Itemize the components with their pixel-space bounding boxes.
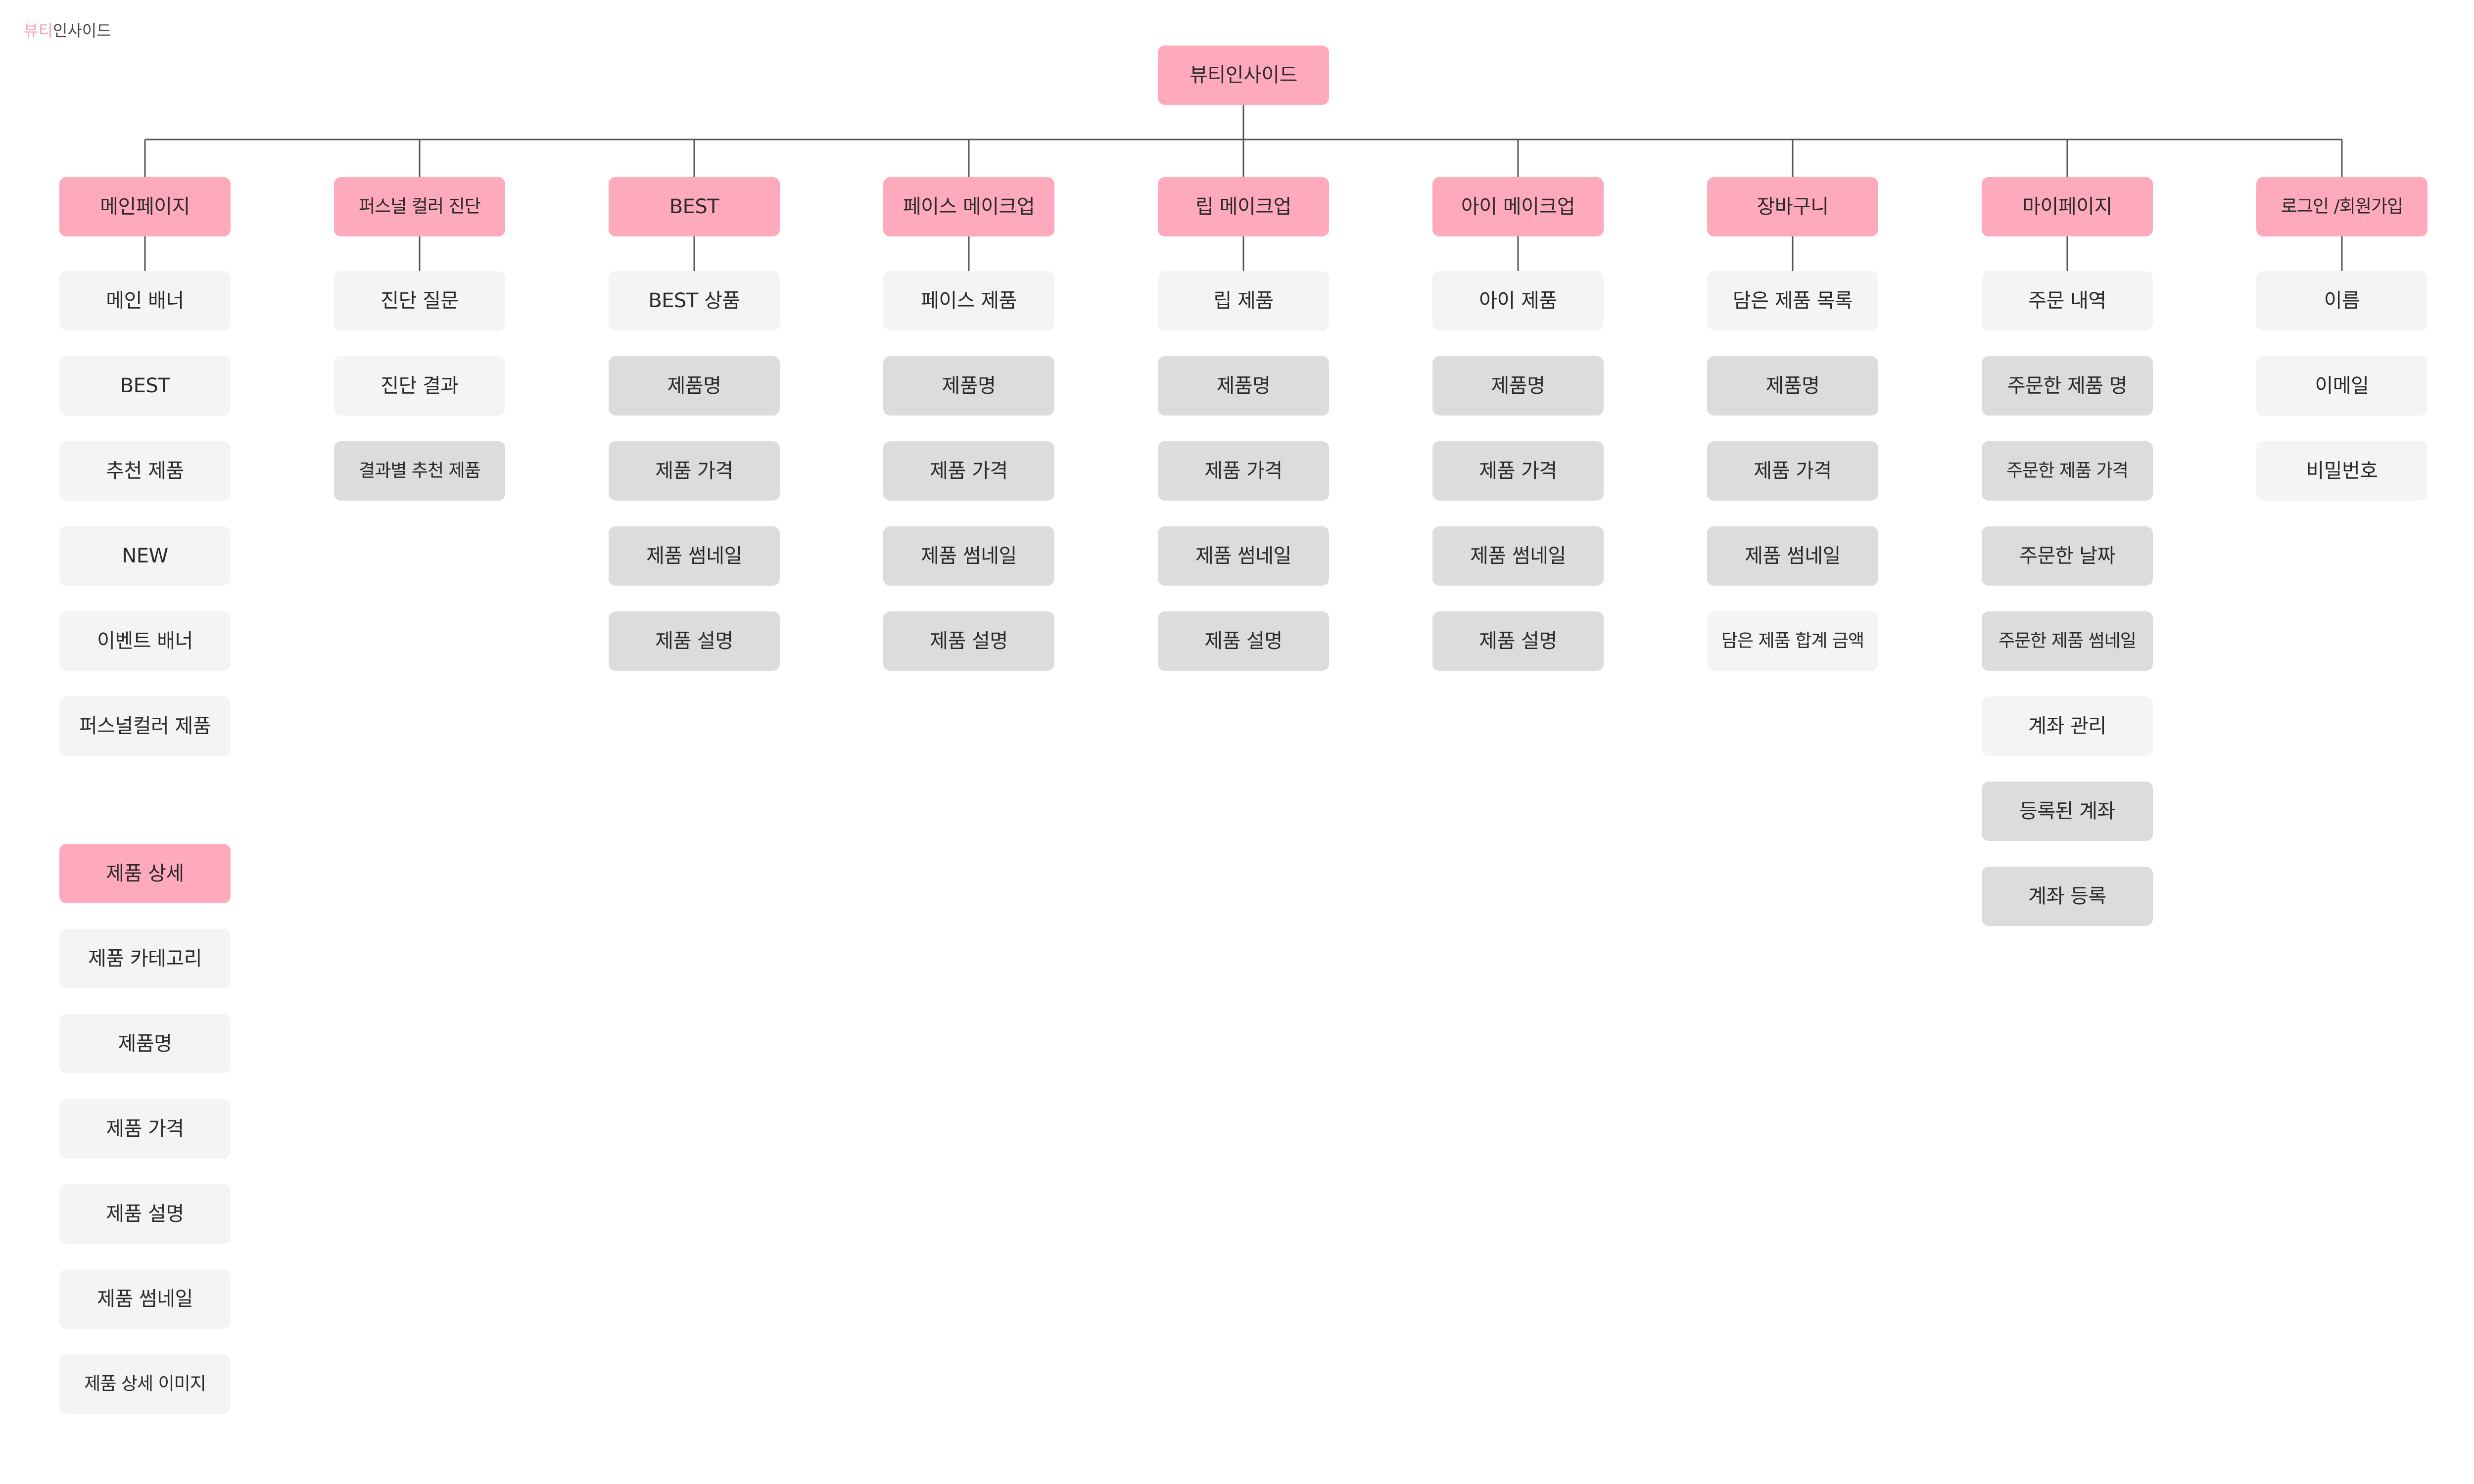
list-item: 제품 카테고리	[59, 929, 231, 988]
list-item: 제품명	[609, 356, 780, 416]
list-item: 아이 제품	[1432, 271, 1604, 330]
list-item: 제품 설명	[883, 611, 1054, 671]
list-item: 주문한 제품 가격	[1982, 441, 2153, 501]
list-item: 주문한 날짜	[1982, 526, 2153, 586]
list-item: 이름	[2256, 271, 2427, 330]
list-item: 진단 결과	[334, 356, 505, 416]
section-header-face: 페이스 메이크업	[883, 177, 1054, 236]
list-item: 담은 제품 합계 금액	[1707, 611, 1878, 671]
list-item: 제품 설명	[59, 1184, 231, 1244]
list-item: 제품 가격	[1707, 441, 1878, 501]
list-item: 제품명	[1158, 356, 1329, 416]
list-item: 추천 제품	[59, 441, 231, 501]
list-item: 제품 설명	[609, 611, 780, 671]
list-item: 제품 설명	[1158, 611, 1329, 671]
list-item: 주문한 제품 명	[1982, 356, 2153, 416]
list-item: BEST 상품	[609, 271, 780, 330]
section-header-cart: 장바구니	[1707, 177, 1878, 236]
list-item: 립 제품	[1158, 271, 1329, 330]
logo-text-dark: 인사이드	[52, 21, 111, 40]
list-item: 제품 가격	[1158, 441, 1329, 501]
section-header-eye: 아이 메이크업	[1432, 177, 1604, 236]
list-item: 비밀번호	[2256, 441, 2427, 501]
section-header-mypage: 마이페이지	[1982, 177, 2153, 236]
list-item: 이메일	[2256, 356, 2427, 416]
list-item: 제품 썸네일	[1158, 526, 1329, 586]
list-item: 계좌 등록	[1982, 867, 2153, 926]
list-item: 제품명	[1432, 356, 1604, 416]
section-header-best: BEST	[609, 177, 780, 236]
list-item: 제품 가격	[883, 441, 1054, 501]
root-node: 뷰티인사이드	[1158, 46, 1329, 105]
list-item: 제품명	[1707, 356, 1878, 416]
list-item: NEW	[59, 526, 231, 586]
list-item: 이벤트 배너	[59, 611, 231, 671]
list-item: 제품 가격	[1432, 441, 1604, 501]
list-item: 제품 가격	[609, 441, 780, 501]
list-item: BEST	[59, 356, 231, 416]
list-item: 진단 질문	[334, 271, 505, 330]
list-item: 퍼스널컬러 제품	[59, 696, 231, 756]
logo: 뷰티인사이드	[24, 21, 111, 41]
section-header-main: 메인페이지	[59, 177, 231, 236]
list-item: 주문 내역	[1982, 271, 2153, 330]
list-item: 제품 썸네일	[883, 526, 1054, 586]
list-item: 담은 제품 목록	[1707, 271, 1878, 330]
list-item: 메인 배너	[59, 271, 231, 330]
section-header-login: 로그인 /회원가입	[2256, 177, 2427, 236]
list-item: 제품 가격	[59, 1099, 231, 1159]
list-item: 페이스 제품	[883, 271, 1054, 330]
list-item: 결과별 추천 제품	[334, 441, 505, 501]
list-item: 제품명	[59, 1014, 231, 1073]
section-header-personal: 퍼스널 컬러 진단	[334, 177, 505, 236]
sub-group-header-main: 제품 상세	[59, 844, 231, 903]
section-header-lip: 립 메이크업	[1158, 177, 1329, 236]
list-item: 제품 썸네일	[1707, 526, 1878, 586]
list-item: 제품 설명	[1432, 611, 1604, 671]
list-item: 제품 상세 이미지	[59, 1354, 231, 1414]
list-item: 제품 썸네일	[609, 526, 780, 586]
list-item: 제품 썸네일	[59, 1269, 231, 1329]
list-item: 계좌 관리	[1982, 696, 2153, 756]
list-item: 주문한 제품 썸네일	[1982, 611, 2153, 671]
logo-text-pink: 뷰티	[24, 21, 53, 40]
list-item: 제품 썸네일	[1432, 526, 1604, 586]
list-item: 제품명	[883, 356, 1054, 416]
list-item: 등록된 계좌	[1982, 782, 2153, 841]
